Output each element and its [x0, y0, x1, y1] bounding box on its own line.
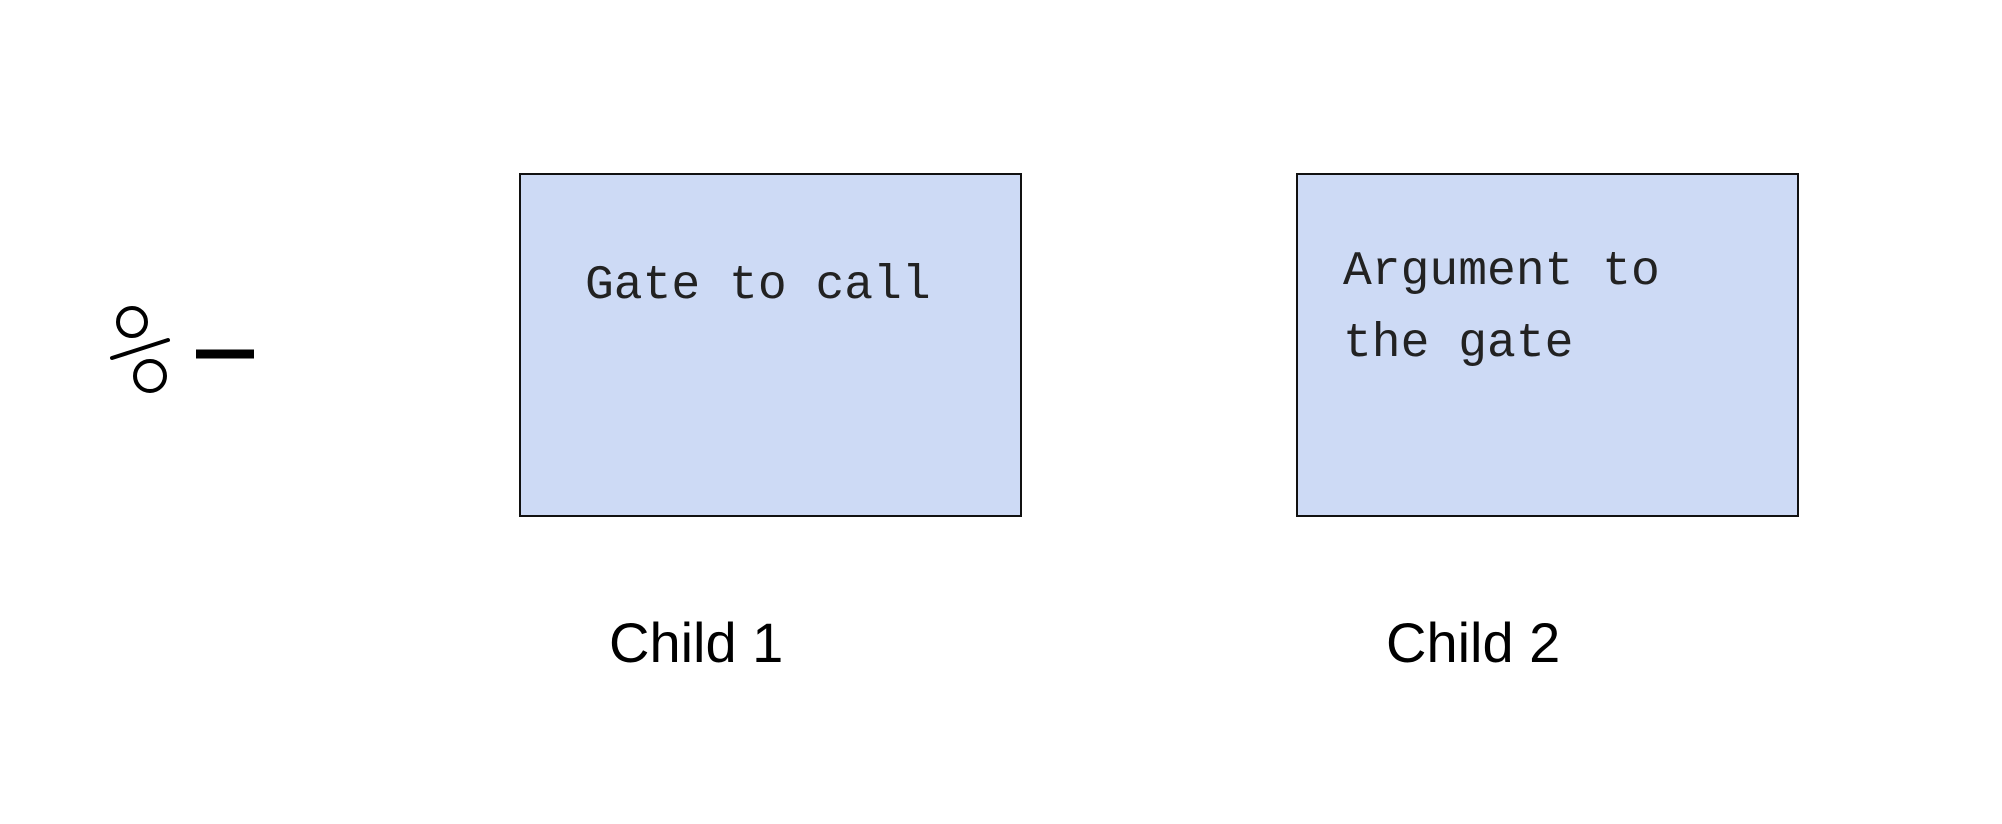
- child-2-box-text: Argument to the gate: [1343, 245, 1689, 371]
- percent-hep-rune-icon: %-: [110, 306, 254, 393]
- child-2-label: Child 2: [1386, 611, 1561, 674]
- child-2-box: [1296, 173, 1799, 517]
- child-1-box-text: Gate to call: [585, 259, 931, 313]
- rune-upper-circle: [116, 306, 148, 338]
- rune-slash: [110, 338, 170, 360]
- rune-lower-circle: [133, 359, 167, 393]
- child-1-label: Child 1: [609, 611, 784, 674]
- child-1-box: [519, 173, 1022, 517]
